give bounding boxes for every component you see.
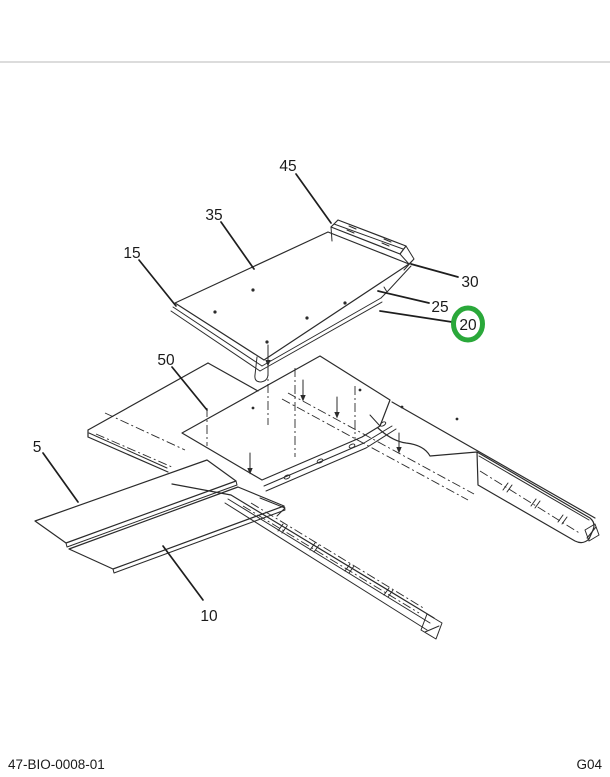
leader-5 — [42, 452, 79, 503]
figure-id: 47-BIO-0008-01 — [8, 757, 105, 772]
callout-20: 20 — [459, 317, 477, 334]
leader-10 — [162, 545, 204, 601]
mounting-bracket-45 — [330, 219, 415, 271]
leader-15 — [138, 259, 177, 307]
leader-35 — [220, 221, 255, 270]
frame-rail-right-tube-end — [584, 523, 600, 542]
floor-board-5 — [34, 459, 238, 548]
highlighted-callout-20[interactable]: 20 — [451, 305, 485, 343]
callout-30[interactable]: 30 — [461, 274, 479, 291]
callout-50[interactable]: 50 — [157, 352, 175, 369]
floor-structure — [87, 362, 600, 640]
floor-board-10 — [68, 486, 286, 574]
leader-30 — [410, 263, 459, 278]
access-panel-50 — [181, 344, 402, 492]
callout-15[interactable]: 15 — [123, 245, 140, 262]
callout-35[interactable]: 35 — [205, 207, 222, 224]
grid-reference: G04 — [576, 757, 602, 772]
leader-lines — [42, 173, 459, 601]
highlight-circle — [451, 305, 485, 343]
callout-45[interactable]: 45 — [279, 158, 296, 175]
cover-panel-35 — [170, 231, 412, 383]
leader-45 — [295, 173, 332, 224]
callout-25[interactable]: 25 — [431, 299, 448, 316]
callout-10[interactable]: 10 — [200, 608, 218, 625]
leader-20 — [379, 310, 453, 323]
callout-5[interactable]: 5 — [33, 439, 42, 456]
leader-25 — [377, 290, 430, 304]
leader-50 — [171, 366, 208, 411]
